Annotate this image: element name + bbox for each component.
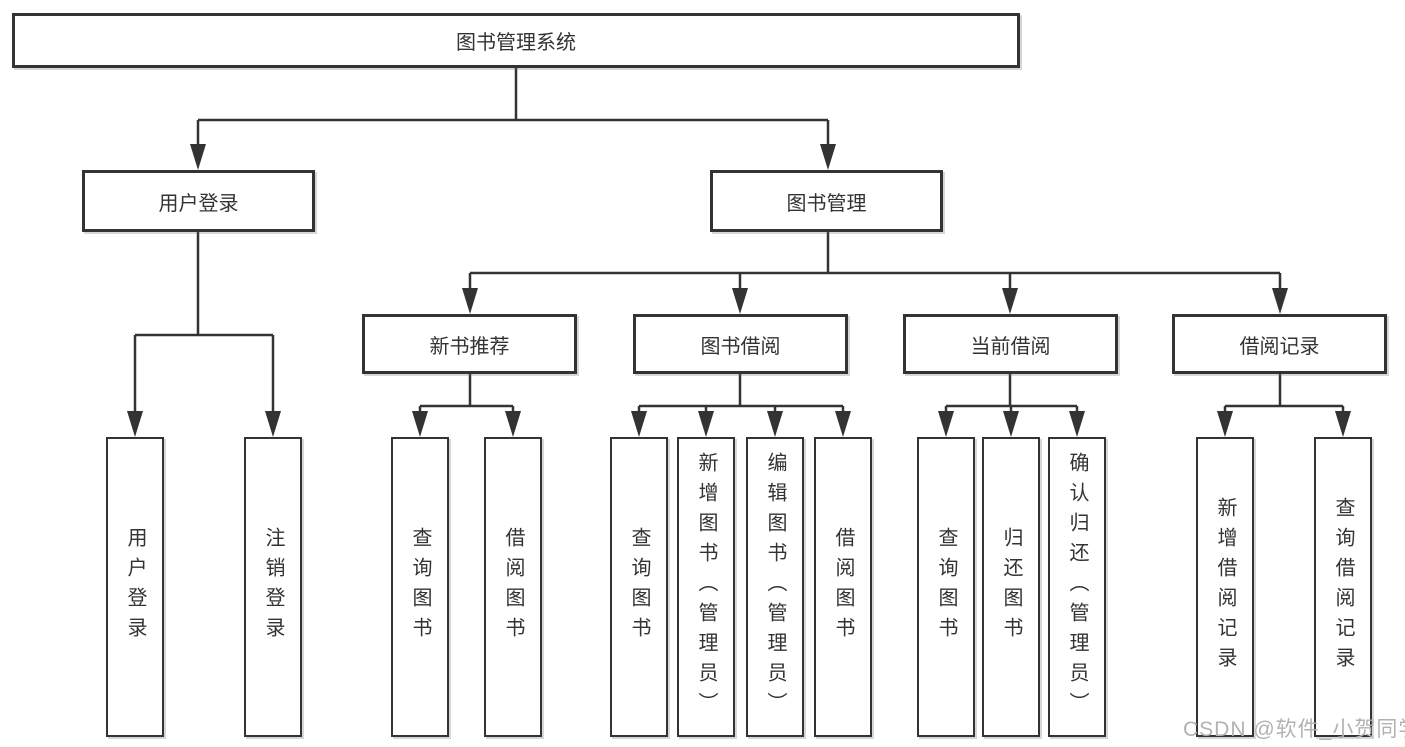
node-label: 当前借阅 — [970, 335, 1051, 358]
node-user-login: 用户登录 — [82, 170, 315, 232]
node-label: 图书管理系统 — [456, 32, 576, 54]
csdn-watermark: CSDN @软件_小贺同学 — [1183, 718, 1405, 741]
leaf-borrow-add-books-admin: 新增图书（管理员） — [677, 437, 735, 737]
node-book-management: 图书管理 — [710, 170, 943, 232]
node-label: 图书管理 — [786, 192, 867, 215]
leaf-current-confirm-return-admin: 确认归还（管理员） — [1048, 437, 1106, 737]
connector-segments — [133, 68, 1345, 414]
node-label: 图书借阅 — [700, 335, 781, 358]
leaf-records-query-record: 查询借阅记录 — [1314, 437, 1372, 737]
node-label: 查询图书 — [935, 527, 957, 647]
node-label: 借阅图书 — [832, 527, 854, 647]
leaf-borrow-borrow-books: 借阅图书 — [814, 437, 872, 737]
node-label: 注销登录 — [262, 527, 284, 647]
node-new-book-recommend: 新书推荐 — [362, 314, 577, 374]
node-book-borrow: 图书借阅 — [633, 314, 848, 374]
node-label: 查询图书 — [628, 527, 650, 647]
node-label: 借阅记录 — [1239, 335, 1320, 358]
leaf-current-query-books: 查询图书 — [917, 437, 975, 737]
node-label: 用户登录 — [158, 192, 239, 215]
leaf-records-add-record: 新增借阅记录 — [1196, 437, 1254, 737]
leaf-logout: 注销登录 — [244, 437, 302, 737]
node-label: 用户登录 — [124, 527, 146, 647]
node-label: 查询图书 — [409, 527, 431, 647]
node-label: 借阅图书 — [502, 527, 524, 647]
leaf-recommend-borrow-books: 借阅图书 — [484, 437, 542, 737]
node-label: 新增借阅记录 — [1214, 497, 1236, 677]
node-label: 新书推荐 — [429, 335, 510, 358]
leaf-borrow-query-books: 查询图书 — [610, 437, 668, 737]
node-label: 确认归还（管理员） — [1066, 452, 1088, 722]
node-current-borrow: 当前借阅 — [903, 314, 1118, 374]
node-root: 图书管理系统 — [12, 13, 1020, 68]
leaf-borrow-edit-books-admin: 编辑图书（管理员） — [746, 437, 804, 737]
node-borrow-records: 借阅记录 — [1172, 314, 1387, 374]
node-label: 新增图书（管理员） — [695, 452, 717, 722]
leaf-current-return-books: 归还图书 — [982, 437, 1040, 737]
node-label: 编辑图书（管理员） — [764, 452, 786, 722]
node-label: 查询借阅记录 — [1332, 497, 1354, 677]
leaf-recommend-query-books: 查询图书 — [391, 437, 449, 737]
leaf-user-login: 用户登录 — [106, 437, 164, 737]
node-label: 归还图书 — [1000, 527, 1022, 647]
arrowhead-icons — [127, 144, 1351, 437]
